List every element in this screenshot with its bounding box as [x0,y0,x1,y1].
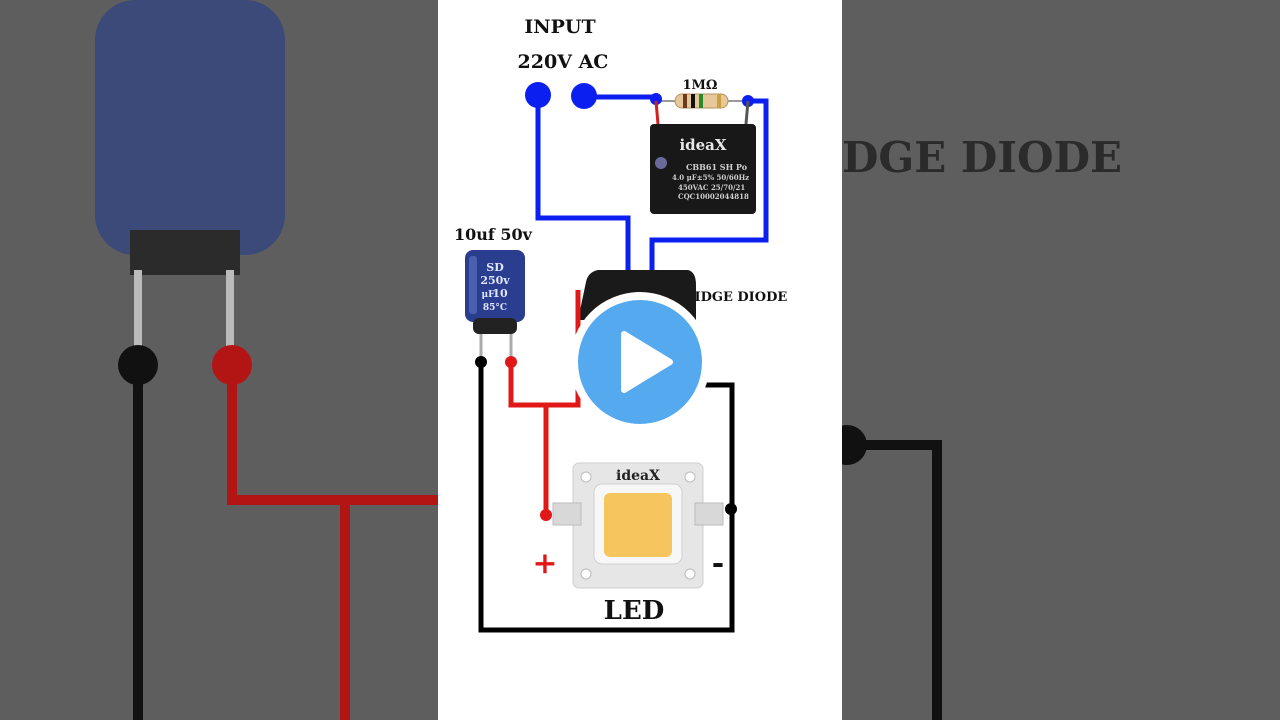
play-triangle [621,331,673,393]
led-pad-right [694,502,724,526]
cap-node-positive [505,356,517,368]
led-brand: ideaX [616,468,660,484]
resistor-band-3 [699,94,703,108]
film-cap-lead-left [654,100,660,125]
elec-cap-line-2: 250v [480,274,510,287]
elec-cap-line-5: 85°C [483,303,507,313]
bg-red-wire [227,365,438,505]
bg-capacitor-leg-left [134,270,142,360]
film-capacitor [650,124,756,214]
resistor-node-left [650,93,662,105]
background-left [0,0,438,720]
input-label: INPUT [524,16,595,38]
input-terminal-1 [525,82,551,108]
film-cap-logo-icon [655,157,667,169]
resistor-band-1 [683,94,687,108]
electrolytic-capacitor [465,250,525,322]
bg-capacitor-leg-right [226,270,234,360]
capacitor-label: 10uf 50v [454,225,533,244]
led-pad-left [552,502,582,526]
elec-cap-base [473,318,517,334]
elec-cap-highlight [469,256,477,314]
resistor-label: 1MΩ [682,78,717,93]
elec-cap-line-4: μF [482,290,496,300]
film-cap-line-2: 4.0 μF±5% 50/60Hz [672,173,749,182]
led-hole-1 [580,471,592,483]
led-node-positive [540,509,552,521]
plus-sign: + [532,546,557,581]
resistor-band-2 [691,94,695,108]
bridge-label: BRIDGE DIODE [673,290,788,305]
cap-node-negative [475,356,487,368]
background-right-art [842,425,942,720]
film-cap-line-3: 450VAC 25/70/21 [678,183,745,192]
resistor-band-4 [717,94,721,108]
led-hole-3 [580,568,592,580]
voltage-label: 220V AC [518,51,609,73]
minus-sign: - [712,546,724,581]
bg-bridge-text: DGE DIODE [842,133,1123,182]
bg-capacitor-body [95,0,285,255]
bg-right-dot [842,425,867,465]
bg-capacitor-base [130,230,240,275]
circuit-diagram: INPUT 220V AC 1MΩ 10uf 50v BRIDGE DIODE … [454,16,788,633]
circuit-panel: INPUT 220V AC 1MΩ 10uf 50v BRIDGE DIODE … [438,0,842,720]
led-label: LED [604,596,665,626]
led-hole-2 [684,471,696,483]
bg-right-wire [842,440,942,720]
background-right: DGE DIODE [842,0,1280,720]
play-icon [570,292,710,432]
film-cap-line-4: CQC10002044818 [678,192,749,201]
blue-wire-right [649,98,769,290]
blue-wire-left [535,95,631,290]
elec-cap-line-3: 10 [492,287,508,300]
elec-cap-line-1: SD [486,261,504,274]
led-hole-4 [684,568,696,580]
film-cap-line-1: CBB61 SH Po [686,162,748,172]
led-chip [604,493,672,557]
background-left-art [95,0,438,720]
film-cap-lead-right [744,100,750,125]
film-cap-brand: ideaX [679,136,726,154]
led-node-negative [725,503,737,515]
input-terminal-2 [571,83,597,109]
black-wire [478,362,735,633]
play-button[interactable] [568,290,712,434]
